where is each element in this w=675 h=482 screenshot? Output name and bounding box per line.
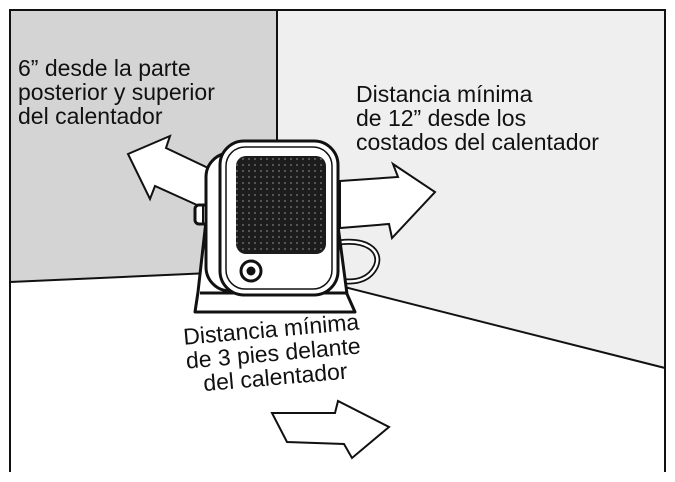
clearance-sides-line-3: costados del calentador [356,129,599,155]
arrow-down-right-icon [270,399,391,460]
arrow-right-icon [339,161,437,241]
floor [10,270,665,472]
clearance-back-top-label: 6” desde la parte posterior y superior d… [18,56,215,128]
clearance-back-top-line-1: 6” desde la parte [18,55,191,81]
clearance-sides-label: Distancia mínima de 12” desde los costad… [356,82,599,154]
clearance-back-top-line-3: del calentador [18,103,163,129]
clearance-sides-line-2: de 12” desde los [356,105,527,131]
clearance-front-label: Distancia mínima de 3 pies delante del c… [182,308,364,396]
back-wall [277,10,665,368]
clearance-sides-line-1: Distancia mínima [356,81,533,107]
space-heater-icon [193,139,357,314]
room-outline [9,9,666,472]
clearance-back-top-line-2: posterior y superior [18,79,215,105]
